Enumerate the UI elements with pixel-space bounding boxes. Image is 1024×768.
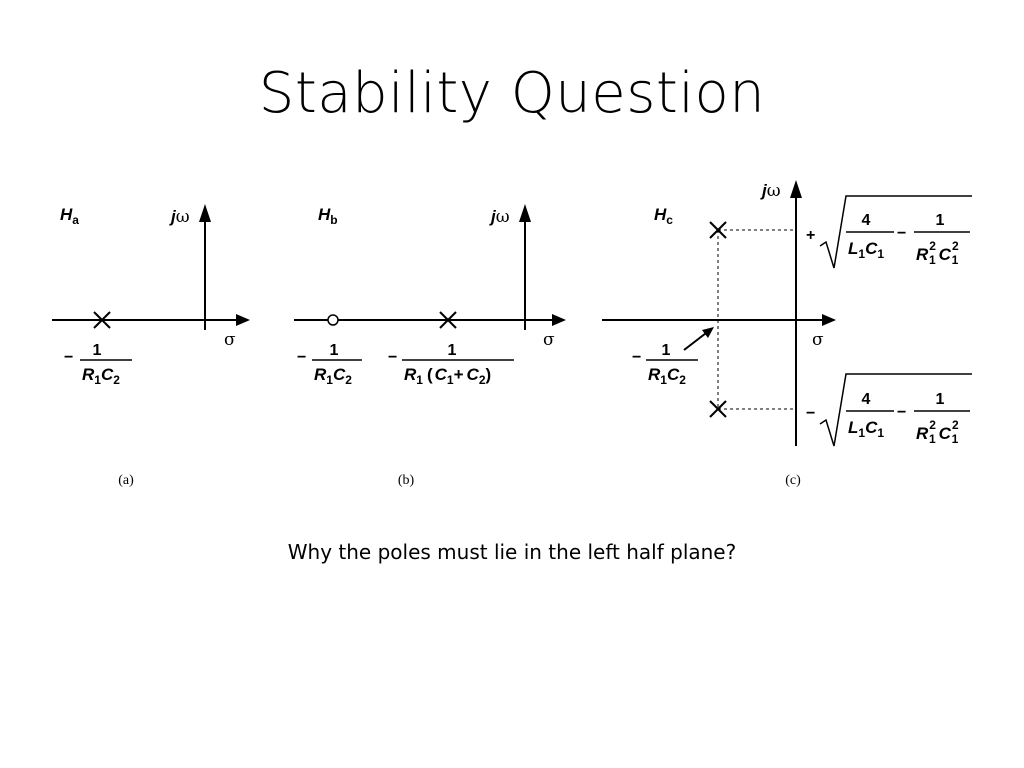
svg-text:4: 4 [862,391,871,408]
svg-text:−: − [806,405,815,422]
panel-b-imag-label: jω [489,207,510,227]
svg-text:−: − [632,349,641,366]
svg-text:R1C2: R1C2 [314,365,352,387]
svg-text:1: 1 [448,342,457,359]
panel-b-pole-label: − 1 R1(C1+C2) [388,342,514,387]
svg-text:R1C2: R1C2 [648,365,686,387]
panel-c-upper-pole-marker [709,221,727,239]
svg-text:−: − [897,404,906,421]
panel-c-imag-arrow [790,180,802,198]
svg-text:1: 1 [93,342,102,359]
svg-text:1: 1 [330,342,339,359]
panel-b-caption: (b) [398,473,415,488]
svg-text:4: 4 [862,212,871,229]
svg-text:−: − [297,349,306,366]
panel-c-imag-label: jω [760,181,781,201]
svg-text:−: − [388,349,397,366]
panel-c-lower-pole-marker [709,400,727,418]
panel-b: Hb jω σ − 1 R1C2 − 1 R1(C1+C2) (b) [294,204,566,488]
slide-caption: Why the poles must lie in the left half … [287,540,737,564]
pole-zero-diagrams: Ha jω σ − 1 R1C2 (a) Hb jω σ [52,180,972,488]
panel-a: Ha jω σ − 1 R1C2 (a) [52,204,250,488]
panel-c-real-arrow [822,314,836,326]
panel-a-imag-arrow [199,204,211,222]
panel-a-pole-marker [93,311,111,329]
panel-b-zero-label: − 1 R1C2 [297,342,362,387]
panel-a-imag-label: jω [169,207,190,227]
panel-a-pole-label: − 1 R1C2 [64,342,132,387]
panel-b-imag-arrow [519,204,531,222]
svg-text:1: 1 [662,342,671,359]
panel-b-pole-marker [439,311,457,329]
panel-c-caption: (c) [785,473,801,488]
svg-text:+: + [806,227,815,244]
svg-text:R1(C1+C2): R1(C1+C2) [404,365,491,387]
panel-c-real-label-fraction: − 1 R1C2 [632,342,698,387]
slide-title: Stability Question [258,61,766,126]
panel-b-real-label: σ [543,330,555,350]
svg-text:L1C1: L1C1 [848,239,884,261]
svg-text:−: − [897,225,906,242]
panel-b-name: Hb [318,205,338,227]
svg-text:L1C1: L1C1 [848,418,884,440]
panel-c-name: Hc [654,205,673,227]
panel-b-zero-marker [327,314,339,326]
panel-c-real-part-arrowhead [702,327,714,338]
svg-text:R1C2: R1C2 [82,365,120,387]
panel-a-real-arrow [236,314,250,326]
svg-text:1: 1 [936,212,945,229]
panel-c: Hc jω σ − 1 R1C2 + 4 [602,180,972,488]
panel-c-real-label: σ [812,330,824,350]
panel-a-caption: (a) [118,473,134,488]
panel-b-real-arrow [552,314,566,326]
svg-text:1: 1 [936,391,945,408]
panel-a-real-label: σ [224,330,236,350]
panel-a-name: Ha [60,205,79,227]
svg-text:−: − [64,349,73,366]
